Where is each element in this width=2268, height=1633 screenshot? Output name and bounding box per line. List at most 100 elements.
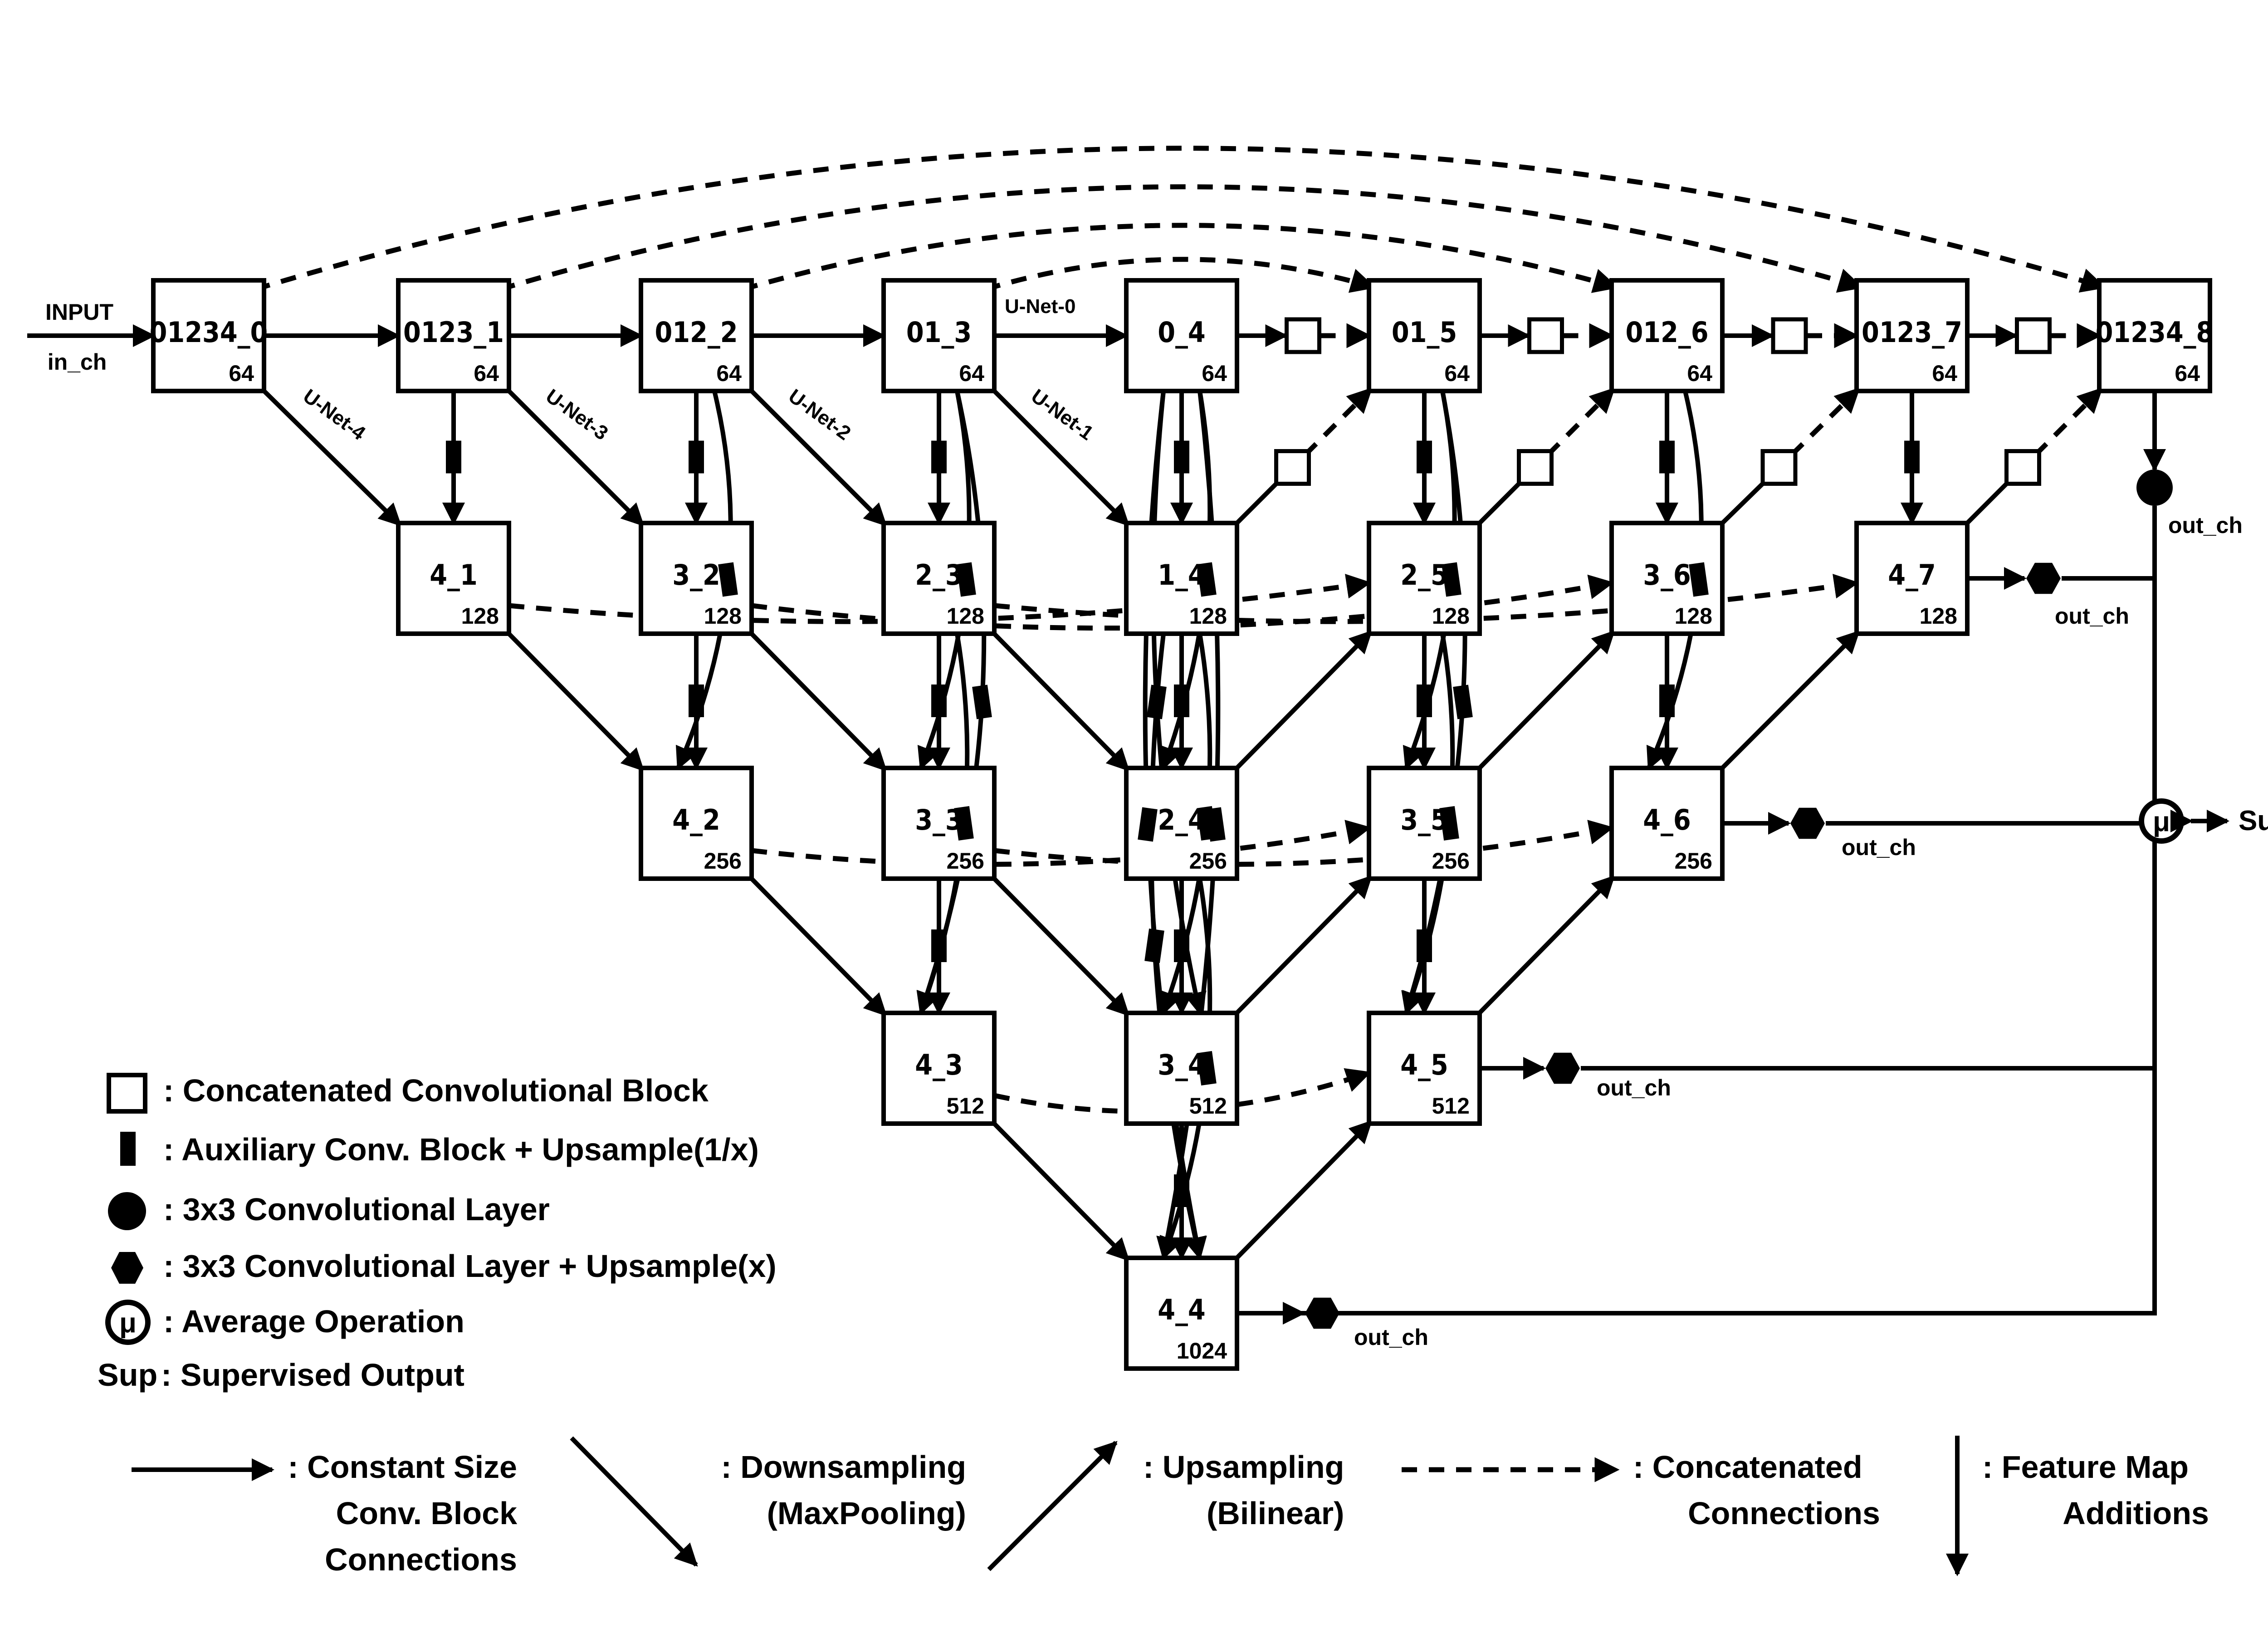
skip-concat-01_3-01_5	[984, 257, 1376, 293]
aux-conv-block-icon	[1174, 929, 1189, 962]
aux-conv-block-icon	[1174, 1174, 1189, 1207]
skip-concat-4_3-4_5	[993, 1068, 1372, 1114]
block-box	[1367, 521, 1482, 636]
legend-up-arrow	[987, 1441, 1118, 1571]
block-label: 01_3	[906, 316, 972, 349]
block-box	[151, 278, 266, 393]
block-label: 4_5	[1400, 1048, 1448, 1081]
blocks-layer: 01234_0640123_164012_26401_3640_46401_56…	[150, 278, 2214, 1371]
aux-conv-block-icon	[1138, 807, 1158, 842]
block-box	[1367, 278, 1482, 393]
upsampling-4_4-4_5	[1231, 1120, 1373, 1264]
out-label-4-5: out_ch	[1597, 1075, 1671, 1100]
conv-upsample-hexagon-icon	[1305, 1297, 1339, 1329]
block-01234-8: 01234_8 64	[2096, 278, 2214, 393]
out-label-top: out_ch	[2168, 513, 2243, 538]
upsampling-2_5-012_6	[1473, 478, 1525, 529]
block-label: 4_4	[1158, 1293, 1206, 1326]
legend-add-line-2: Additions	[2063, 1496, 2209, 1531]
upsampling-concat-2_5-012_6	[1546, 387, 1615, 457]
block-channels: 256	[704, 848, 742, 874]
legend-concat-line-2: Connections	[1688, 1496, 1880, 1531]
legend-concat-line-1: : Concatenated	[1633, 1449, 1862, 1485]
conv-layer-circle-icon	[2136, 469, 2173, 506]
block-012-6: 012_664	[1609, 278, 1725, 393]
block-label: 0123_7	[1862, 316, 1962, 349]
aux-conv-block-icon	[931, 440, 947, 474]
concat-block-icon	[1760, 449, 1798, 486]
conv-upsample-hexagon-icon	[1790, 807, 1825, 839]
aux-conv-block-icon	[689, 440, 704, 474]
legend-constant-line-2: Conv. Block	[336, 1496, 517, 1531]
block-012-2: 012_264	[639, 278, 754, 393]
aux-conv-block-icon	[718, 562, 738, 597]
concat-block-icon	[1771, 317, 1808, 354]
block-channels: 64	[1444, 361, 1470, 386]
out-label-4-4: out_ch	[1354, 1325, 1428, 1350]
block-0123-7: 0123_764	[1854, 278, 1970, 393]
skip-concat-01234_0-01234_8	[254, 146, 2107, 293]
skip-concat-012_2-012_6	[742, 223, 1619, 293]
average-symbol: μ	[2153, 806, 2170, 837]
upsampling-4_6-4_7	[1716, 630, 1860, 774]
block-label: 0123_1	[403, 316, 504, 349]
upsampling-4_5-4_6	[1473, 875, 1615, 1019]
aux-conv-block-icon	[1147, 684, 1167, 719]
upsampling-concat-1_4-01_5	[1303, 387, 1373, 457]
block-box	[1367, 1011, 1482, 1126]
upsampling-concat-4_7-01234_8	[2033, 387, 2103, 457]
block-channels: 128	[704, 603, 742, 629]
legend-add-line-1: : Feature Map	[1982, 1449, 2189, 1485]
block-label: 01234_8	[2096, 316, 2214, 349]
concat-block-icon	[1527, 317, 1564, 354]
aux-conv-block-icon	[1417, 929, 1432, 962]
block-01234-0: 01234_064	[150, 278, 268, 393]
block-box	[881, 766, 997, 881]
legend-label-conv-layer: : 3x3 Convolutional Layer	[163, 1192, 550, 1227]
concat-block-icon	[2004, 449, 2041, 486]
block-channels: 64	[474, 361, 499, 386]
block-box	[1609, 278, 1725, 393]
block-channels: 512	[947, 1093, 984, 1119]
block-label: 01234_0	[150, 316, 268, 349]
concat-block-icon	[1274, 449, 1311, 486]
block-channels: 64	[2175, 361, 2200, 386]
block-0-4: 0_464	[1124, 278, 1239, 393]
upsampling-1_4-01_5	[1231, 478, 1282, 529]
block-box	[881, 278, 997, 393]
legend-label-aux-block: : Auxiliary Conv. Block + Upsample(1/x)	[163, 1132, 759, 1167]
aux-conv-block-icon	[1439, 806, 1459, 841]
concat-block-icon	[1285, 317, 1321, 354]
block-channels: 128	[1189, 603, 1227, 629]
block-label: 4_7	[1888, 558, 1936, 592]
aux-conv-block-icon	[1174, 440, 1189, 474]
legend-black-rectangle-icon	[120, 1132, 136, 1166]
aux-conv-block-icon	[972, 684, 992, 719]
block-channels: 256	[1189, 848, 1227, 874]
aux-conv-block-icon	[1417, 440, 1432, 474]
block-label: 012_2	[655, 316, 738, 349]
block-box	[639, 278, 754, 393]
block-box	[639, 766, 754, 881]
aux-conv-block-icon	[1144, 928, 1164, 963]
block-label: 0_4	[1158, 316, 1206, 349]
aux-conv-block-icon	[1417, 684, 1432, 717]
downsampling-01234_0-4_1	[258, 385, 402, 527]
aux-conv-block-icon	[689, 684, 704, 717]
aux-conv-block-icon	[1197, 562, 1217, 597]
aux-conv-block-icon	[1442, 562, 1461, 597]
block-label: 4_1	[430, 558, 478, 592]
block-channels: 128	[1432, 603, 1470, 629]
legend-label-supervised: : Supervised Output	[161, 1357, 464, 1393]
legend-label-conv-upsample: : 3x3 Convolutional Layer + Upsample(x)	[163, 1248, 777, 1284]
